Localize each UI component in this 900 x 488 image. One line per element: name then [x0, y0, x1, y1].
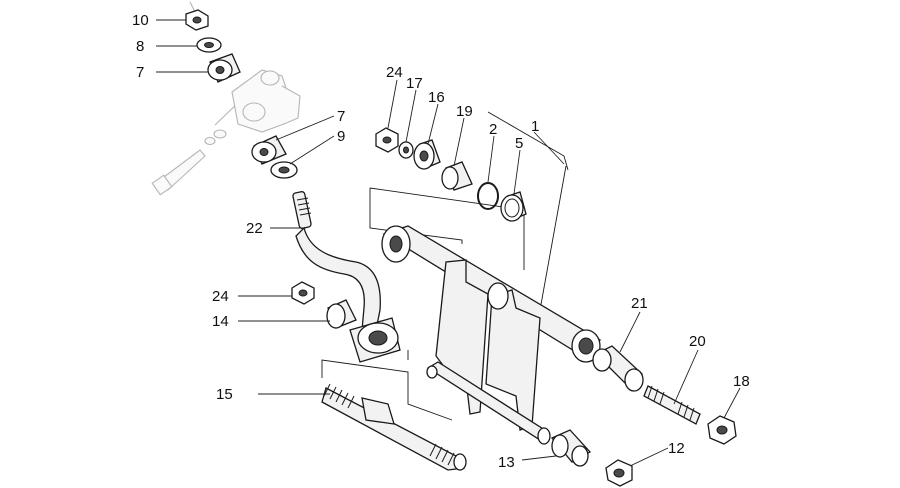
part-16-bearing [413, 139, 441, 170]
part-8-washer [196, 37, 222, 53]
callout-17: 17 [406, 75, 423, 92]
part-9-washer [270, 161, 298, 179]
part-5-bearing [500, 191, 527, 222]
part-2-circlip [477, 182, 499, 210]
part-1-main-frame [381, 225, 602, 445]
part-10-nut [185, 9, 209, 31]
rod-thread-right [429, 443, 455, 466]
callout-10: 10 [132, 12, 149, 29]
part-22-bent-arm [292, 191, 401, 363]
callout-5: 5 [515, 135, 523, 152]
callout-8: 8 [136, 38, 144, 55]
callout-19: 19 [456, 103, 473, 120]
callout-14: 14 [212, 313, 229, 330]
part-13-bushing [550, 429, 592, 467]
callout-labels: 10 8 7 24 17 16 19 2 1 5 7 9 22 24 14 21… [132, 12, 750, 471]
callout-9: 9 [337, 128, 345, 145]
callout-2: 2 [489, 121, 497, 138]
part-24-nut-upper [375, 127, 399, 153]
callout-7-upper: 7 [136, 64, 144, 81]
callout-13: 13 [498, 454, 515, 471]
callout-1: 1 [531, 118, 539, 135]
part-18-nut [707, 415, 737, 445]
part-14-sleeve [326, 299, 357, 329]
callout-18: 18 [733, 373, 750, 390]
callout-12: 12 [668, 440, 685, 457]
part-21-sleeve [592, 345, 644, 392]
part-15-threaded-rod [321, 383, 467, 471]
part-12-nut [605, 459, 633, 487]
callout-22: 22 [246, 220, 263, 237]
part-20-threaded-pin [643, 385, 701, 425]
part-19-spacer [441, 161, 473, 191]
part-17-washer [398, 141, 414, 159]
callout-24-lower: 24 [212, 288, 229, 305]
callout-16: 16 [428, 89, 445, 106]
part-7-bushing-upper [207, 53, 241, 83]
leader-lines [156, 19, 741, 467]
part-7-bushing-lower [251, 135, 287, 165]
callout-20: 20 [689, 333, 706, 350]
callout-15: 15 [216, 386, 233, 403]
part-24-nut-lower [291, 281, 315, 305]
callout-21: 21 [631, 295, 648, 312]
callout-24-upper: 24 [386, 64, 403, 81]
ghost-mount-assembly [151, 1, 301, 196]
callout-7-lower: 7 [337, 108, 345, 125]
